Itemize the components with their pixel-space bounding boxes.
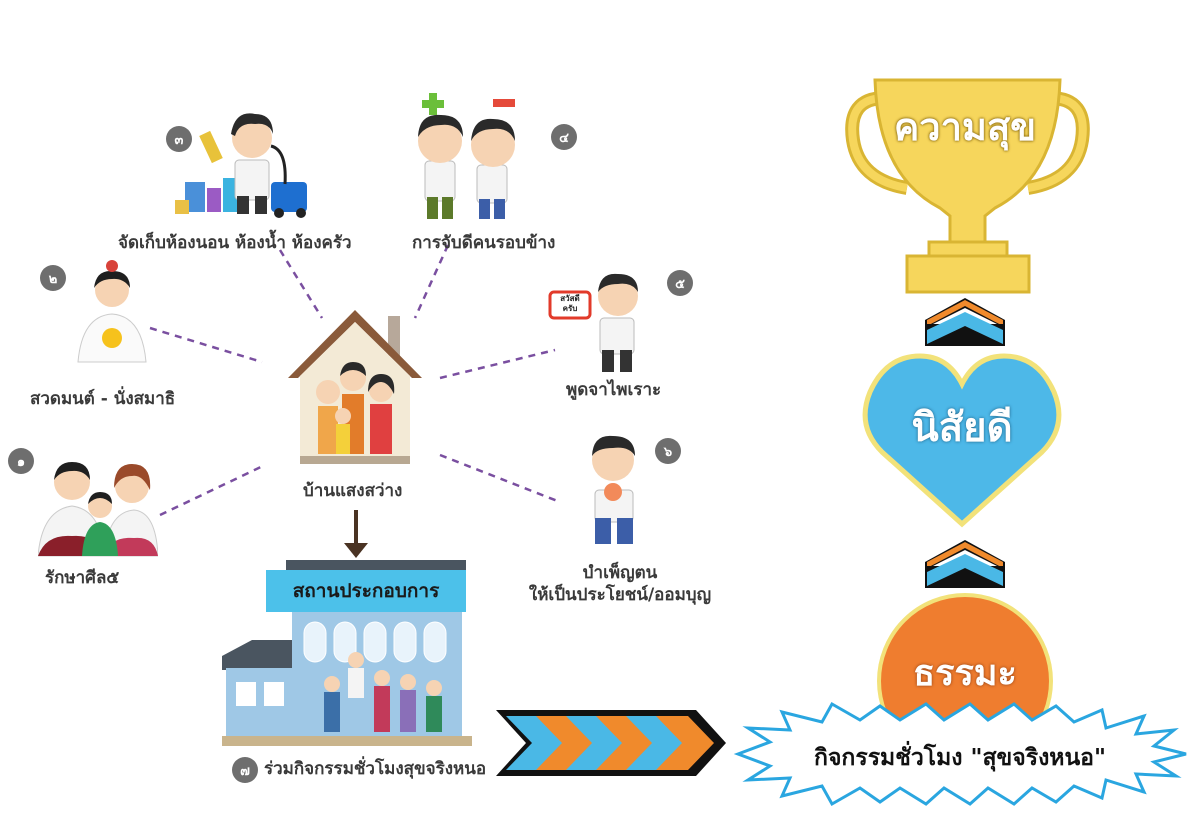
step-3-label: จัดเก็บห้องนอน ห้องน้ำ ห้องครัว: [118, 233, 352, 253]
heart-label: นิสัยดี: [911, 405, 1013, 451]
step-1-label: รักษาศีล๕: [45, 568, 120, 588]
heart-icon: [862, 353, 1062, 528]
chevron-up-icon: [925, 298, 1005, 346]
trophy-icon: [845, 78, 1090, 294]
dharma-circle-icon: [877, 593, 1053, 732]
chevron-up-icon-2: [925, 540, 1005, 588]
starburst-label: กิจกรรมชั่วโมง "สุขจริงหนอ": [814, 745, 1106, 771]
step-5-label: พูดจาไพเราะ: [566, 380, 662, 400]
connector-2: [149, 326, 263, 364]
step-6-label-line2: ให้เป็นประโยชน์/ออมบุญ: [528, 585, 712, 605]
saving-boy-icon: [592, 435, 635, 544]
step-6-label: บำเพ็ญตน ให้เป็นประโยชน์/ออมบุญ: [520, 562, 720, 606]
speech-sign-line2: ครับ: [562, 304, 578, 313]
connector-1: [159, 463, 266, 517]
two-boys-icon: [418, 93, 515, 219]
step-6-label-line1: บำเพ็ญตน: [582, 563, 658, 583]
step-2-label: สวดมนต์ - นั่งสมาธิ: [30, 389, 176, 409]
greeting-boy-icon: [548, 273, 638, 372]
connector-3: [278, 249, 324, 319]
trophy-label: ความสุข: [893, 105, 1037, 149]
connector-5: [439, 348, 556, 380]
step-2-badge: ๒: [40, 265, 66, 291]
praying-family-icon: [38, 462, 158, 557]
connector-4: [413, 244, 450, 319]
step-6-badge: ๖: [655, 438, 681, 464]
step-1-badge: ๑: [8, 448, 34, 474]
step-3-badge: ๓: [166, 126, 192, 152]
step-5-badge: ๕: [667, 270, 693, 296]
starburst-icon: [733, 701, 1187, 807]
cleaning-person-icon: [175, 113, 307, 218]
step-4-badge: ๔: [551, 124, 577, 150]
meditating-woman-icon: [77, 260, 147, 363]
step-7-badge: ๗: [232, 757, 258, 783]
step-4-label: การจับดีคนรอบข้าง: [412, 233, 556, 253]
connector-6: [439, 453, 561, 504]
speech-sign-line1: สวัสดี: [560, 294, 580, 303]
minus-icon: [493, 99, 515, 107]
house-icon: [288, 310, 422, 464]
chevron-arrow-icon: [496, 710, 726, 776]
plus-icon: [422, 93, 444, 115]
down-arrow-icon: [344, 543, 368, 558]
center-label: บ้านแสงสว่าง: [303, 481, 403, 501]
speech-sign: สวัสดี ครับ: [552, 294, 588, 314]
circle-label: ธรรมะ: [913, 653, 1017, 694]
step-7-label: ร่วมกิจกรรมชั่วโมงสุขจริงหนอ: [264, 759, 487, 779]
workplace-sign: สถานประกอบการ: [266, 570, 466, 612]
